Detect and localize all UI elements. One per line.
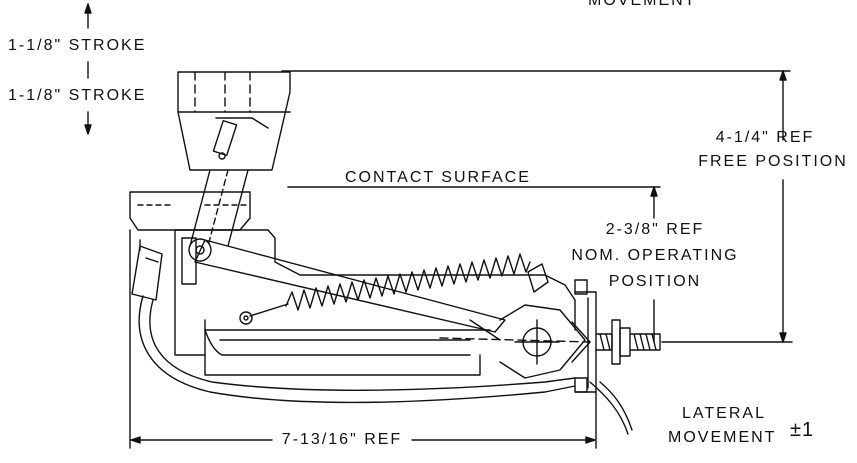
free-position-dim-label: 4-1/4" REF	[715, 129, 815, 146]
operating-dim-label: 2-3/8" REF	[605, 221, 705, 238]
lateral-movement-label: MOVEMENT	[668, 429, 777, 446]
spring	[239, 253, 549, 325]
roller-head	[177, 71, 291, 171]
right-bracket	[571, 279, 661, 393]
length-dim-label: 7-13/16" REF	[281, 431, 403, 448]
shaft	[189, 169, 249, 247]
pivot-assembly	[439, 304, 591, 379]
lateral-label: LATERAL	[682, 405, 766, 422]
stroke-arrows	[84, 3, 92, 135]
position-label: POSITION	[608, 273, 702, 290]
switch-body	[129, 191, 576, 376]
operating-dimension	[650, 186, 658, 343]
movement-top-label: MOVEMENT	[588, 0, 697, 9]
lateral-value-label: ±1	[790, 419, 815, 441]
nom-operating-label: NOM. OPERATING	[571, 247, 739, 264]
free-position-dimension	[779, 70, 787, 343]
free-position-label: FREE POSITION	[698, 153, 848, 170]
length-dimension	[129, 229, 597, 449]
stroke-up-label: 1-1/8" STROKE	[8, 37, 147, 54]
contact-surface-label: CONTACT SURFACE	[345, 169, 531, 186]
stroke-down-label: 1-1/8" STROKE	[8, 87, 147, 104]
cable	[138, 295, 633, 435]
